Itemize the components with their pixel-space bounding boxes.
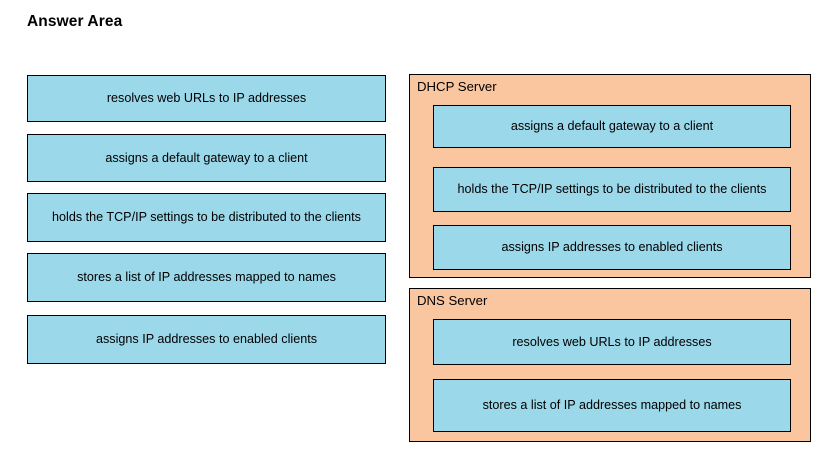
dns-server-dropped-items: resolves web URLs to IP addresses stores… <box>433 319 791 432</box>
answer-option[interactable]: assigns IP addresses to enabled clients <box>27 315 386 364</box>
dropped-answer-option[interactable]: holds the TCP/IP settings to be distribu… <box>433 167 791 212</box>
unplaced-options-list: resolves web URLs to IP addresses assign… <box>27 75 386 364</box>
dropped-answer-option[interactable]: assigns IP addresses to enabled clients <box>433 225 791 270</box>
target-panel-dhcp-server[interactable]: DHCP Server assigns a default gateway to… <box>409 74 811 278</box>
page-title: Answer Area <box>27 13 123 30</box>
dropped-answer-option[interactable]: assigns a default gateway to a client <box>433 105 791 148</box>
answer-option[interactable]: stores a list of IP addresses mapped to … <box>27 253 386 302</box>
dropped-answer-option[interactable]: stores a list of IP addresses mapped to … <box>433 379 791 432</box>
dhcp-server-dropped-items: assigns a default gateway to a client ho… <box>433 105 791 270</box>
panel-title-dns-server: DNS Server <box>417 293 488 308</box>
answer-option[interactable]: resolves web URLs to IP addresses <box>27 75 386 122</box>
answer-option[interactable]: holds the TCP/IP settings to be distribu… <box>27 193 386 242</box>
target-panel-dns-server[interactable]: DNS Server resolves web URLs to IP addre… <box>409 288 811 442</box>
answer-option[interactable]: assigns a default gateway to a client <box>27 134 386 182</box>
dropped-answer-option[interactable]: resolves web URLs to IP addresses <box>433 319 791 365</box>
panel-title-dhcp-server: DHCP Server <box>417 79 497 94</box>
